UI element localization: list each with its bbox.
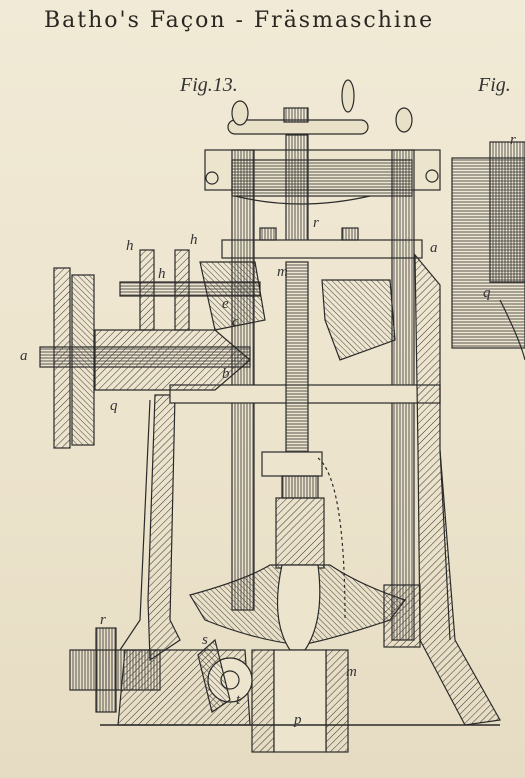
label-m-bottom: m (346, 664, 357, 680)
label-b: b (222, 366, 230, 382)
figure-14-caption: Fig. (478, 74, 511, 96)
machine-base (69, 627, 500, 726)
label-m-top: m (277, 264, 288, 280)
label-c: c (232, 314, 239, 330)
label-r-top: r (313, 215, 319, 231)
label-r-right: r (510, 132, 516, 148)
label-r-bottom: r (100, 612, 106, 628)
label-t: t (236, 692, 241, 708)
label-s: s (202, 632, 208, 648)
left-column (231, 149, 255, 611)
label-p: p (294, 712, 302, 728)
label-a-right: a (430, 240, 438, 256)
label-h3: h (158, 266, 166, 282)
figure-13-caption: Fig.13. (180, 74, 238, 96)
label-q-right: q (483, 285, 491, 301)
lead-screw (261, 261, 346, 621)
lower-spindle (189, 497, 406, 753)
label-a-left: a (20, 348, 28, 364)
label-q-left: q (110, 398, 118, 414)
plate-title: Batho's Façon - Fräsmaschine (44, 8, 435, 33)
fig14-pulley (451, 141, 525, 361)
cross-plate (221, 239, 423, 259)
drive-shaft (39, 249, 266, 449)
top-handwheel (227, 79, 413, 135)
label-h2: h (190, 232, 198, 248)
label-h1: h (126, 238, 134, 254)
label-e: e (222, 296, 229, 312)
right-frame-section (321, 253, 501, 726)
